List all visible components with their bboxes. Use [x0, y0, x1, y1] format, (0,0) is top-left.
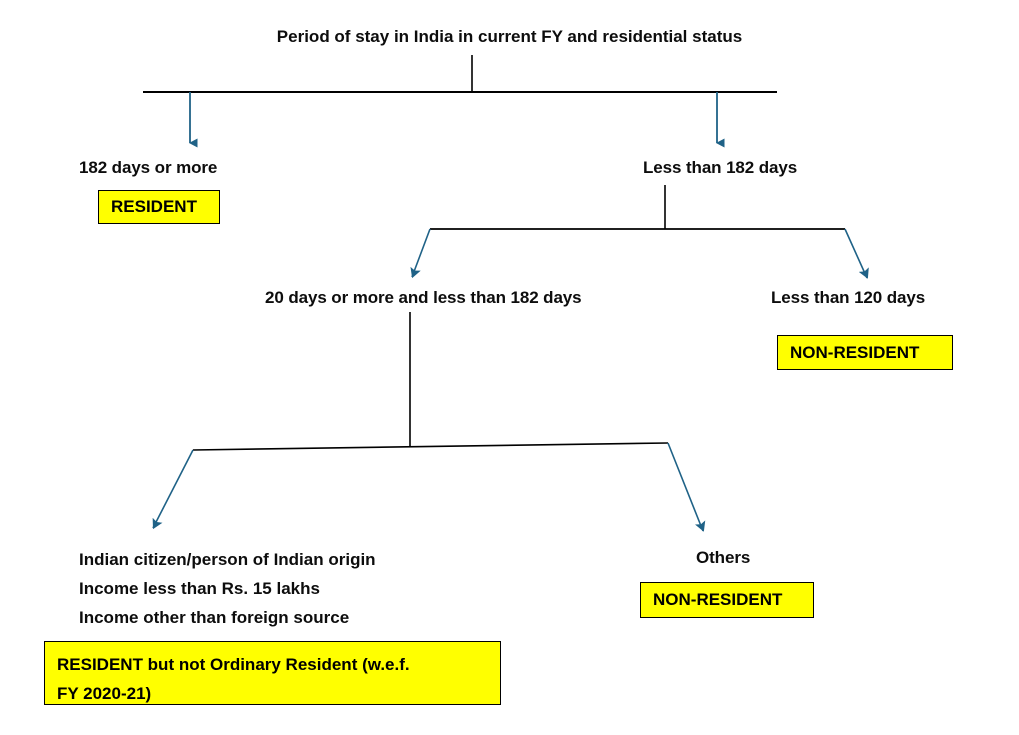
- result-line-2: FY 2020-21): [57, 684, 152, 703]
- result-badge-resident-not-ordinary: RESIDENT but not Ordinary Resident (w.e.…: [44, 641, 501, 705]
- node-label-line-income-other: Income other than foreign source: [79, 608, 350, 627]
- node-label-less-than-120-days: Less than 120 days: [771, 288, 926, 307]
- connector-level3-bus: [192, 442, 669, 451]
- arrow-to-less-than-120: [844, 228, 869, 279]
- arrow-to-others: [667, 442, 706, 532]
- result-badge-non-resident-120: NON-RESIDENT: [777, 335, 953, 370]
- node-label-line-income-less: Income less than Rs. 15 lakhs: [79, 579, 320, 598]
- arrow-to-20-or-more: [410, 228, 431, 279]
- node-label-20-days-or-more: 20 days or more and less than 182 days: [265, 288, 582, 307]
- result-badge-non-resident-others: NON-RESIDENT: [640, 582, 814, 618]
- node-label-others: Others: [696, 548, 751, 567]
- arrow-to-indian-citizen: [152, 449, 194, 530]
- node-label-line-citizen: Indian citizen/person of Indian origin: [79, 550, 376, 569]
- diagram-title: Period of stay in India in current FY an…: [276, 27, 743, 46]
- result-badge-resident: RESIDENT: [98, 190, 220, 224]
- result-line-1: RESIDENT but not Ordinary Resident (w.e.…: [57, 655, 410, 674]
- node-label-less-than-182-days: Less than 182 days: [643, 158, 798, 177]
- node-label-indian-citizen-group: Indian citizen/person of Indian origin I…: [79, 545, 376, 632]
- node-label-182-days-or-more: 182 days or more: [79, 158, 218, 177]
